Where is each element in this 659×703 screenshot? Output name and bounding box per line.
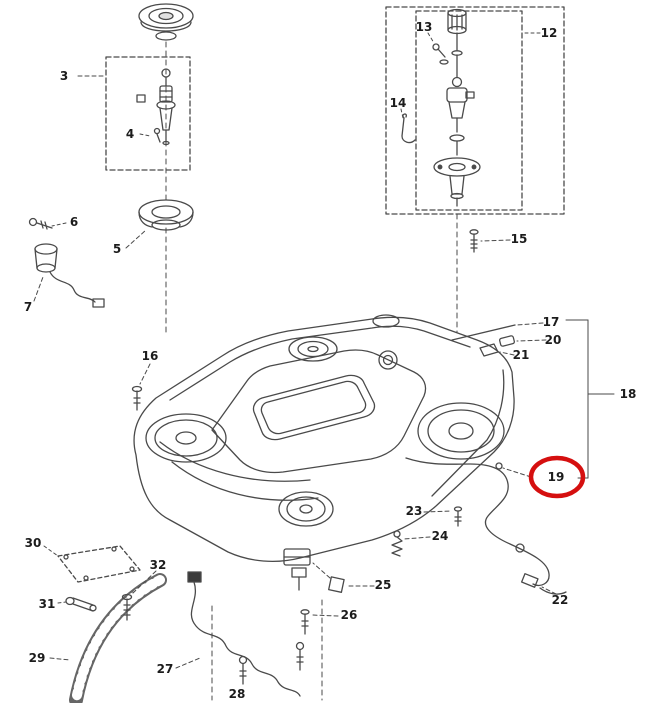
part-27-harness	[175, 571, 301, 697]
callout-3: 3	[59, 69, 69, 83]
part-4-valve	[136, 68, 176, 146]
part-29-hose	[49, 573, 167, 703]
callout-5: 5	[112, 242, 122, 256]
callout-12: 12	[540, 26, 558, 40]
callout-17: 17	[542, 315, 560, 329]
callout-15: 15	[510, 232, 528, 246]
callout-20: 20	[544, 333, 562, 347]
part-19-leader	[502, 467, 532, 478]
callout-28: 28	[228, 687, 246, 701]
part-31-bolt	[57, 596, 97, 612]
part-14-clip	[400, 108, 416, 144]
part-13-screw	[427, 32, 449, 65]
top-cap-part	[138, 3, 194, 41]
callout-7: 7	[23, 300, 33, 314]
projection-lines	[211, 599, 323, 701]
part-12-assembly-box	[385, 6, 565, 215]
part-15-screw	[469, 229, 511, 253]
callout-30: 30	[24, 536, 42, 550]
part-24-spring	[391, 530, 431, 557]
part-5-grommet	[125, 199, 194, 249]
callout-23: 23	[405, 504, 423, 518]
callout-21: 21	[512, 348, 530, 362]
callout-18: 18	[619, 387, 637, 401]
part-30-plate	[43, 545, 141, 583]
valve-body-assembly	[433, 76, 481, 207]
part-23-screw	[423, 506, 463, 527]
part-6-screw	[28, 217, 67, 230]
callout-32: 32	[149, 558, 167, 572]
part-25-pad	[312, 562, 375, 593]
callout-29: 29	[28, 651, 46, 665]
part-20-clip	[499, 335, 547, 347]
part-7-sensor	[33, 243, 105, 308]
part-22-cable	[405, 457, 567, 595]
callout-14: 14	[389, 96, 407, 110]
part-3-assembly-box	[77, 56, 191, 171]
callout-25: 25	[374, 578, 392, 592]
highlight-circle-part-19	[528, 455, 586, 499]
part-32-screw	[121, 570, 157, 621]
part-21-bracket	[479, 343, 515, 357]
part-26-screw	[300, 609, 339, 635]
chassis-body	[133, 314, 515, 591]
part-17-rod	[451, 322, 544, 341]
part-28-screws	[238, 641, 305, 685]
part-18-bracket	[565, 319, 615, 479]
callout-4: 4	[125, 127, 135, 141]
part-16-screw	[131, 363, 151, 411]
callout-31: 31	[38, 597, 56, 611]
callout-22: 22	[551, 593, 569, 607]
callout-27: 27	[156, 662, 174, 676]
callout-24: 24	[431, 529, 449, 543]
fuel-cap-assembly	[447, 8, 467, 78]
callout-13: 13	[415, 20, 433, 34]
callout-26: 26	[340, 608, 358, 622]
callout-6: 6	[69, 215, 79, 229]
callout-16: 16	[141, 349, 159, 363]
callout-19-highlighted: 19	[547, 470, 565, 484]
